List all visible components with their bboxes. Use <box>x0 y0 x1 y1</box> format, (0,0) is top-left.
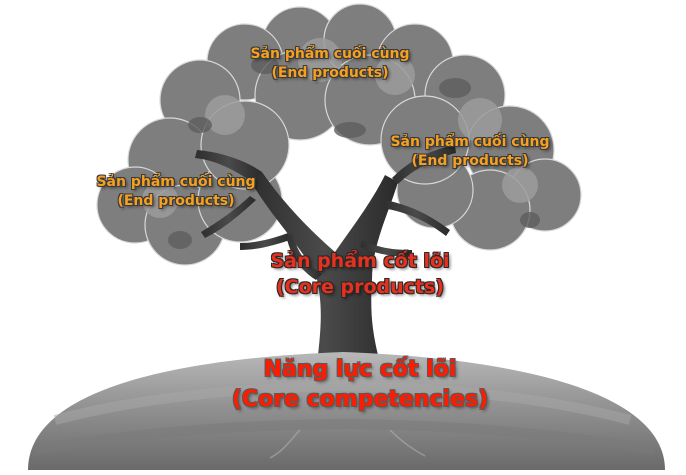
end-products-right-line2: (End products) <box>370 152 570 171</box>
core-competencies-line1: Năng lực cốt lõi <box>215 355 505 385</box>
core-products-label: Sản phẩm cốt lõi (Core products) <box>250 248 470 300</box>
core-competencies-line2: (Core competencies) <box>215 385 505 415</box>
core-products-line1: Sản phẩm cốt lõi <box>250 248 470 274</box>
end-products-left-line1: Sản phẩm cuối cùng <box>76 173 276 192</box>
end-products-top-line1: Sản phẩm cuối cùng <box>230 45 430 64</box>
core-products-line2: (Core products) <box>250 274 470 300</box>
end-products-top-line2: (End products) <box>230 64 430 83</box>
end-products-right-line1: Sản phẩm cuối cùng <box>370 133 570 152</box>
end-products-label-top: Sản phẩm cuối cùng (End products) <box>230 45 430 83</box>
end-products-left-line2: (End products) <box>76 192 276 211</box>
end-products-label-left: Sản phẩm cuối cùng (End products) <box>76 173 276 211</box>
core-competencies-label: Năng lực cốt lõi (Core competencies) <box>215 355 505 415</box>
end-products-label-right: Sản phẩm cuối cùng (End products) <box>370 133 570 171</box>
